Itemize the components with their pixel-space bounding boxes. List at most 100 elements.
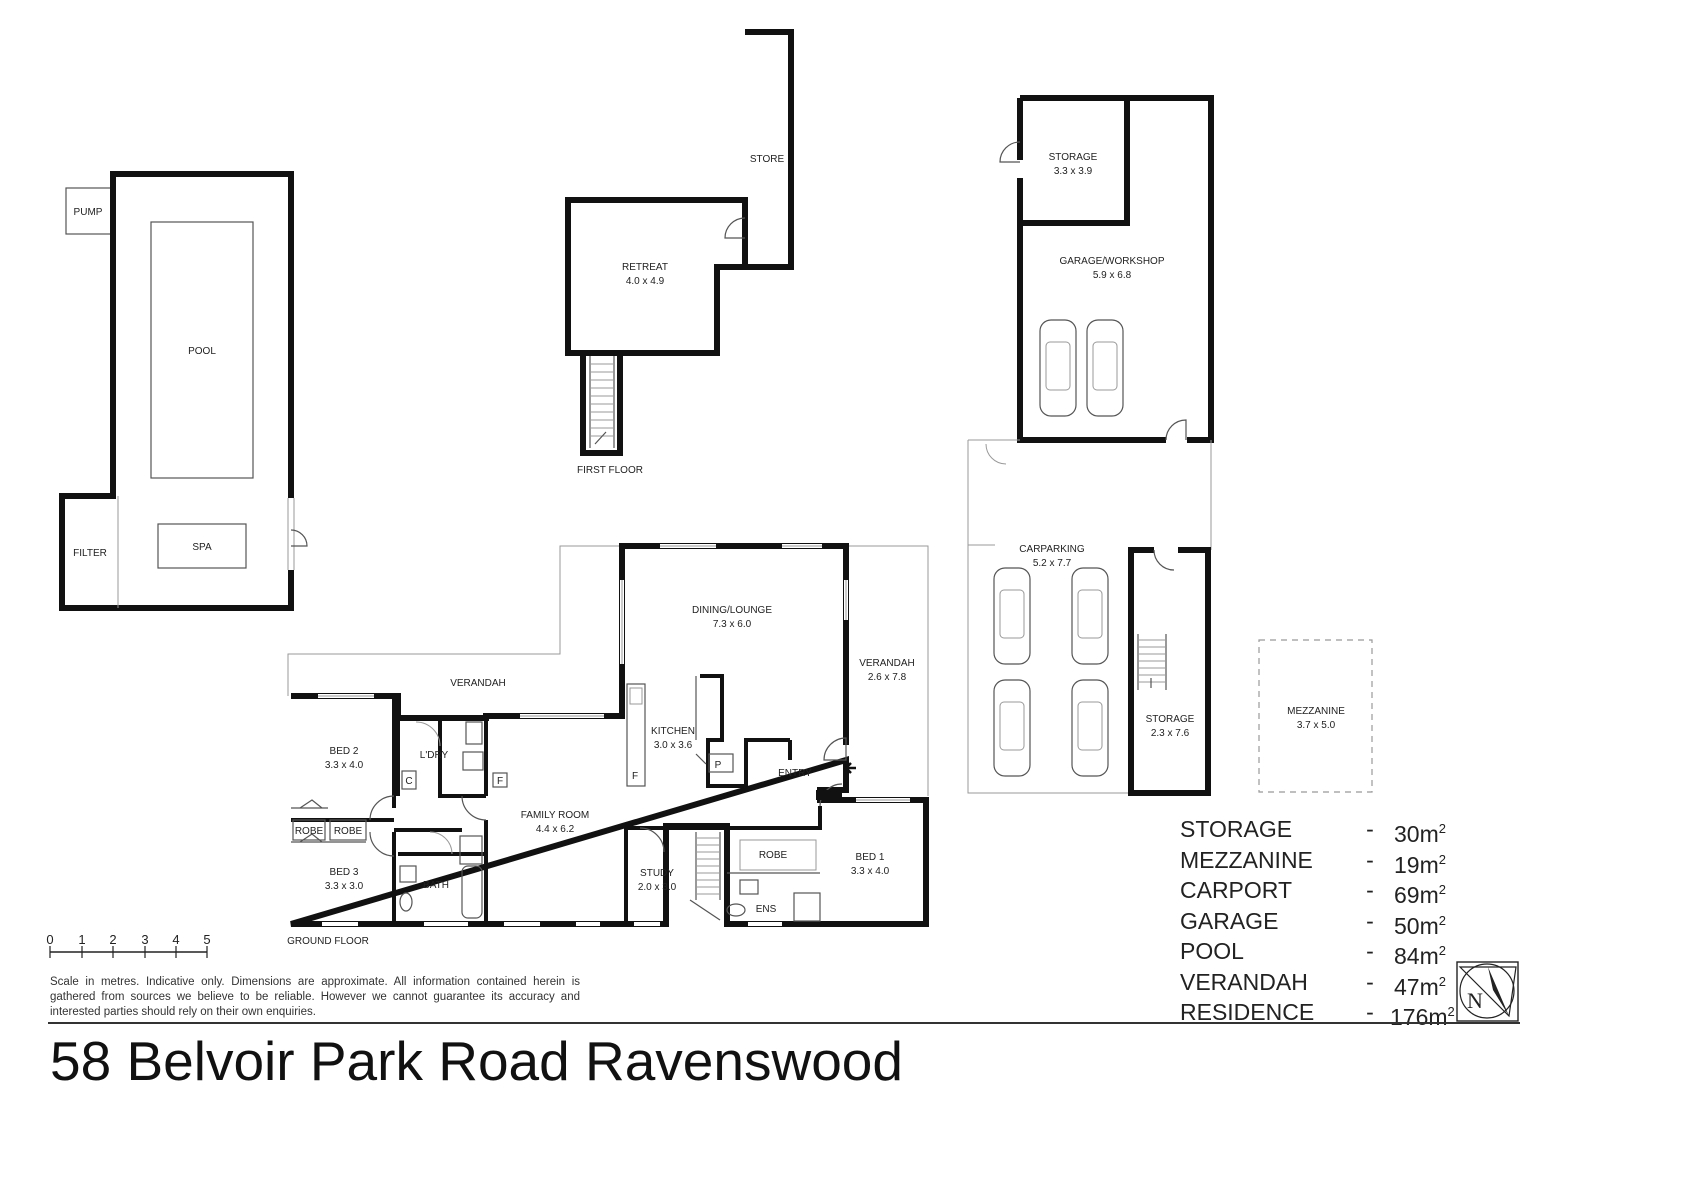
store-door-swing <box>724 217 746 239</box>
disclaimer-text: Scale in metres. Indicative only. Dimens… <box>50 976 580 1018</box>
mezzanine-label: MEZZANINE <box>1287 706 1345 717</box>
pool-door-swing <box>290 529 308 547</box>
area-name: POOL <box>1180 938 1244 964</box>
area-row: RESIDENCE-176m2 <box>1180 997 1455 1030</box>
area-row: CARPORT-69m2 <box>1180 875 1446 908</box>
bed3-door-swing <box>369 831 395 857</box>
pool <box>150 221 254 479</box>
laundry-tub <box>465 721 483 745</box>
ground-floor-stairs <box>689 832 721 921</box>
windows <box>318 544 910 926</box>
area-name: MEZZANINE <box>1180 846 1313 873</box>
area-separator: - <box>1366 816 1374 842</box>
spa <box>157 523 247 569</box>
garage-block: STORAGE 3.3 x 3.9 GARAGE/WORKSHOP 5.9 x … <box>999 95 1214 443</box>
storage-top-dimensions: 3.3 x 3.9 <box>1054 166 1093 177</box>
verandah-top-label: VERANDAH <box>450 678 506 689</box>
area-name: CARPORT <box>1180 877 1293 903</box>
area-value: 47m2 <box>1394 973 1446 1000</box>
mezzanine-dimensions: 3.7 x 5.0 <box>1297 720 1336 731</box>
pool-door-gap <box>286 498 296 570</box>
robe-box-a <box>292 819 326 841</box>
kitchen-walls <box>700 674 792 788</box>
carparking-area: CARPARKING 5.2 x 7.7 STORAGE 2.3 x 7.6 <box>967 439 1212 796</box>
pump-label: PUMP <box>74 207 103 218</box>
study-door-swing <box>639 827 665 853</box>
storage-door-swing <box>999 141 1021 163</box>
area-value: 69m2 <box>1394 882 1446 908</box>
fridge2-label: F <box>497 776 503 787</box>
area-row: POOL -84m2 <box>1180 936 1446 969</box>
toilet-icon <box>399 892 413 912</box>
storage-top-wall <box>1020 98 1130 226</box>
property-address: 58 Belvoir Park Road Ravenswood <box>50 1030 903 1092</box>
area-value: 84m2 <box>1394 943 1446 969</box>
scale-tick-5: 5 <box>203 932 210 947</box>
area-name: STORAGE <box>1180 816 1293 842</box>
first-floor-label: FIRST FLOOR <box>577 465 643 476</box>
robe-a-label: ROBE <box>295 826 324 837</box>
garage-wall-right <box>1020 95 1214 443</box>
storage-top-label: STORAGE <box>1049 152 1098 163</box>
ensuite-vanity <box>739 879 759 895</box>
scale-bar: 0 1 2 3 4 5 <box>46 932 211 958</box>
bed1-label: BED 1 <box>856 852 885 863</box>
garage-door-swing <box>1165 419 1187 441</box>
ens-label: ENS <box>756 904 777 915</box>
carparking-label: CARPARKING <box>1019 544 1085 555</box>
bedroom-wing-walls <box>291 696 488 924</box>
bed2-dimensions: 3.3 x 4.0 <box>325 760 364 771</box>
area-name: RESIDENCE <box>1180 999 1315 1025</box>
scale-tick-1: 1 <box>78 932 85 947</box>
entry-step <box>816 790 842 800</box>
storage-side-door-swing <box>1153 549 1175 571</box>
pantry-label: P <box>715 760 722 771</box>
area-separator: - <box>1366 968 1374 995</box>
ground-floor: VERANDAH VERANDAH 2.6 x 7.8 <box>287 543 929 947</box>
area-value: 30m2 <box>1394 821 1446 847</box>
ground-floor-label: GROUND FLOOR <box>287 936 369 947</box>
area-name: VERANDAH <box>1180 968 1308 995</box>
store-wall <box>742 29 794 270</box>
fridge-label: F <box>632 771 638 782</box>
area-row: GARAGE-50m2 <box>1180 906 1446 939</box>
verandah-right-dimensions: 2.6 x 7.8 <box>868 672 907 683</box>
dining-label: DINING/LOUNGE <box>692 605 772 616</box>
spa-label: SPA <box>192 542 212 553</box>
sink-icon <box>629 687 643 705</box>
kitchen-bench <box>626 683 646 787</box>
mezzanine: MEZZANINE 3.7 x 5.0 <box>1258 639 1373 793</box>
ldry-door-swing <box>461 795 487 821</box>
carport-outline <box>967 439 1212 794</box>
mezzanine-outline <box>1258 639 1373 793</box>
robe-c-label: ROBE <box>759 850 788 861</box>
kitchen-dimensions: 3.0 x 3.6 <box>654 740 693 751</box>
bed3-label: BED 3 <box>330 867 359 878</box>
cupboard-box <box>401 770 417 790</box>
house-wall-top <box>291 543 849 745</box>
scale-tick-0: 0 <box>46 932 53 947</box>
bed2-door-swing <box>369 795 395 821</box>
bed1-dimensions: 3.3 x 4.0 <box>851 866 890 877</box>
filter-label: FILTER <box>73 548 107 559</box>
garage-wall-left <box>1017 178 1166 443</box>
retreat-wall-a <box>565 197 748 456</box>
area-name: GARAGE <box>1180 907 1279 934</box>
storage-side-label: STORAGE <box>1146 714 1195 725</box>
scale-tick-2: 2 <box>109 932 116 947</box>
floor-plan: PUMP POOL SPA FILTER STORE RETREAT 4.0 x… <box>46 29 1519 1022</box>
study-dimensions: 2.0 x 3.0 <box>638 882 677 893</box>
first-floor-stairs <box>589 356 615 448</box>
area-separator: - <box>1366 938 1374 964</box>
storage-side-dimensions: 2.3 x 7.6 <box>1151 728 1190 739</box>
pool-area: PUMP POOL SPA FILTER <box>59 171 308 611</box>
north-letter: N <box>1467 988 1483 1013</box>
garage-car-2 <box>1086 319 1124 417</box>
pantry-box <box>708 753 734 773</box>
carport-car-4 <box>1071 679 1109 777</box>
storage-side-wall <box>1128 547 1211 796</box>
house-wall-outline <box>290 755 929 927</box>
study-label: STUDY <box>640 868 674 879</box>
family-label: FAMILY ROOM <box>521 810 590 821</box>
